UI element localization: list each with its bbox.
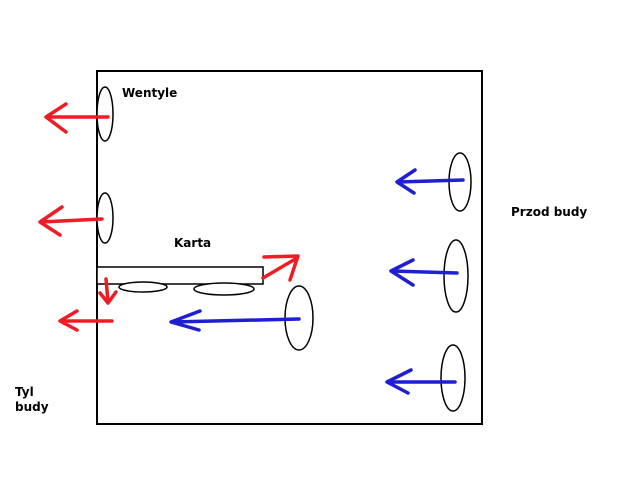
back-label-line2: budy bbox=[15, 400, 49, 414]
intake-arrow-card bbox=[169, 309, 301, 332]
intake-arrow-bottom bbox=[385, 368, 457, 395]
graphics-card bbox=[96, 266, 264, 285]
card-up-arrow bbox=[261, 254, 300, 282]
front-label: Przod budy bbox=[511, 205, 588, 219]
card-fan-left bbox=[118, 281, 168, 293]
case-outline bbox=[96, 70, 483, 425]
fans-label: Wentyle bbox=[122, 86, 178, 100]
front-fan-middle bbox=[443, 239, 469, 313]
back-label-line1: Tyl bbox=[15, 385, 34, 399]
exhaust-arrow-middle bbox=[38, 205, 104, 237]
exhaust-arrow-top bbox=[44, 102, 110, 134]
card-fan-right bbox=[193, 282, 255, 296]
card-label: Karta bbox=[174, 236, 212, 250]
intake-arrow-middle bbox=[389, 258, 459, 287]
card-down-arrow bbox=[98, 277, 118, 305]
intake-arrow-top bbox=[395, 168, 465, 195]
rear-fan-top bbox=[96, 86, 114, 142]
front-fan-bottom bbox=[440, 344, 466, 412]
exhaust-arrow-card bbox=[58, 309, 114, 332]
back-label: Tyl budy bbox=[15, 385, 75, 415]
